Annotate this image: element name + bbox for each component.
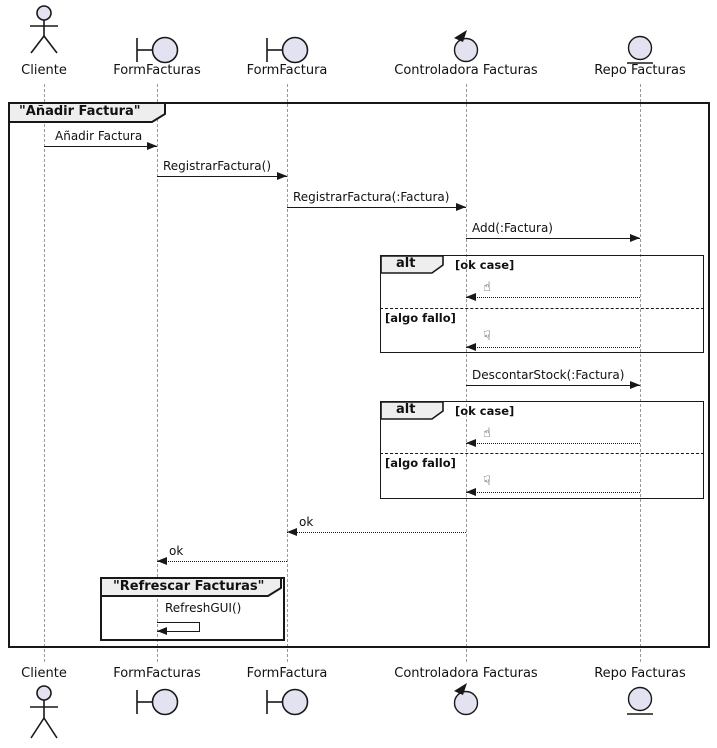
arrowhead-right <box>630 381 640 389</box>
lifeline-repo-facturas <box>640 84 641 662</box>
boundary-icon <box>266 36 309 64</box>
participant-label-cliente: Cliente <box>21 63 67 78</box>
solid-arrow-line <box>466 238 640 239</box>
alt-operator: alt <box>396 402 416 417</box>
alt2-guard-ok: [ok case] <box>455 404 515 418</box>
message-label-descontar-stock: DescontarStock(:Factura) <box>472 368 625 382</box>
dashed-return-line <box>466 443 640 444</box>
message-label-refresh-gui: RefreshGUI() <box>165 601 242 615</box>
message-label-registrar-factura: RegistrarFactura() <box>163 159 272 173</box>
control-icon <box>453 683 479 716</box>
lifeline-form-facturas <box>157 84 158 662</box>
dashed-return-line <box>287 532 466 533</box>
arrowhead-right <box>277 172 287 180</box>
message-label-registrar-factura-arg: RegistrarFactura(:Factura) <box>293 190 450 204</box>
lifeline-controladora-facturas <box>466 84 467 662</box>
dashed-return-line <box>466 492 640 493</box>
arrowhead-left <box>466 488 476 496</box>
self-message-line <box>157 622 200 632</box>
thumbs-down-icon: ☟ <box>483 474 491 489</box>
lifeline-form-factura <box>287 84 288 662</box>
message-label-ok-1: ok <box>299 515 314 529</box>
inner-frame-label-pentagon <box>100 577 282 597</box>
alt1-guard-fail: [algo fallo] <box>385 311 456 325</box>
boundary-icon <box>136 688 179 716</box>
boundary-icon <box>136 36 179 64</box>
dashed-return-line <box>157 561 287 562</box>
message-label-add-factura: Add(:Factura) <box>472 221 553 235</box>
alt-operator: alt <box>396 256 416 271</box>
alt-label-pentagon <box>380 401 444 420</box>
solid-arrow-line <box>44 146 157 147</box>
alt1-divider <box>380 308 704 309</box>
participant-label-form-factura: FormFactura <box>246 63 328 78</box>
alt-frame-1 <box>380 255 704 353</box>
arrowhead-right <box>147 142 157 150</box>
participant-label-form-facturas-bottom: FormFacturas <box>113 666 201 681</box>
solid-arrow-line <box>287 207 466 208</box>
control-icon <box>453 30 479 63</box>
participant-label-controladora: Controladora Facturas <box>394 63 538 78</box>
participant-label-repo-bottom: Repo Facturas <box>594 666 686 681</box>
outer-frame <box>8 102 710 648</box>
arrowhead-left <box>287 528 297 536</box>
thumbs-down-icon: ☟ <box>483 329 491 344</box>
lifeline-cliente <box>44 84 45 662</box>
participant-label-controladora-bottom: Controladora Facturas <box>394 666 538 681</box>
boundary-icon <box>266 688 309 716</box>
participant-label-form-factura-bottom: FormFactura <box>246 666 328 681</box>
arrowhead-left <box>466 343 476 351</box>
message-label-ok-2: ok <box>169 544 184 558</box>
arrowhead-right <box>630 234 640 242</box>
inner-frame-title: "Refrescar Facturas" <box>113 579 265 594</box>
entity-icon <box>627 35 653 64</box>
outer-frame-label-pentagon <box>8 102 166 123</box>
alt2-guard-fail: [algo fallo] <box>385 456 456 470</box>
participant-label-form-facturas: FormFacturas <box>113 63 201 78</box>
alt-label-pentagon <box>380 255 444 274</box>
alt-frame-2 <box>380 401 704 499</box>
dashed-return-line <box>466 297 640 298</box>
arrowhead-left <box>466 439 476 447</box>
arrowhead-left <box>157 627 167 635</box>
alt2-divider <box>380 453 704 454</box>
alt1-guard-ok: [ok case] <box>455 258 515 272</box>
solid-arrow-line <box>466 385 640 386</box>
participant-label-cliente-bottom: Cliente <box>21 666 67 681</box>
message-label-anadir-factura: Añadir Factura <box>55 129 143 143</box>
arrowhead-right <box>456 203 466 211</box>
actor-icon <box>30 685 58 739</box>
entity-icon <box>627 686 653 715</box>
dashed-return-line <box>466 347 640 348</box>
arrowhead-left <box>157 557 167 565</box>
thumbs-up-icon: ☝ <box>483 426 491 441</box>
arrowhead-left <box>466 293 476 301</box>
outer-frame-title: "Añadir Factura" <box>19 104 141 119</box>
actor-icon <box>30 5 58 54</box>
thumbs-up-icon: ☝ <box>483 280 491 295</box>
participant-label-repo: Repo Facturas <box>594 63 686 78</box>
solid-arrow-line <box>157 176 287 177</box>
